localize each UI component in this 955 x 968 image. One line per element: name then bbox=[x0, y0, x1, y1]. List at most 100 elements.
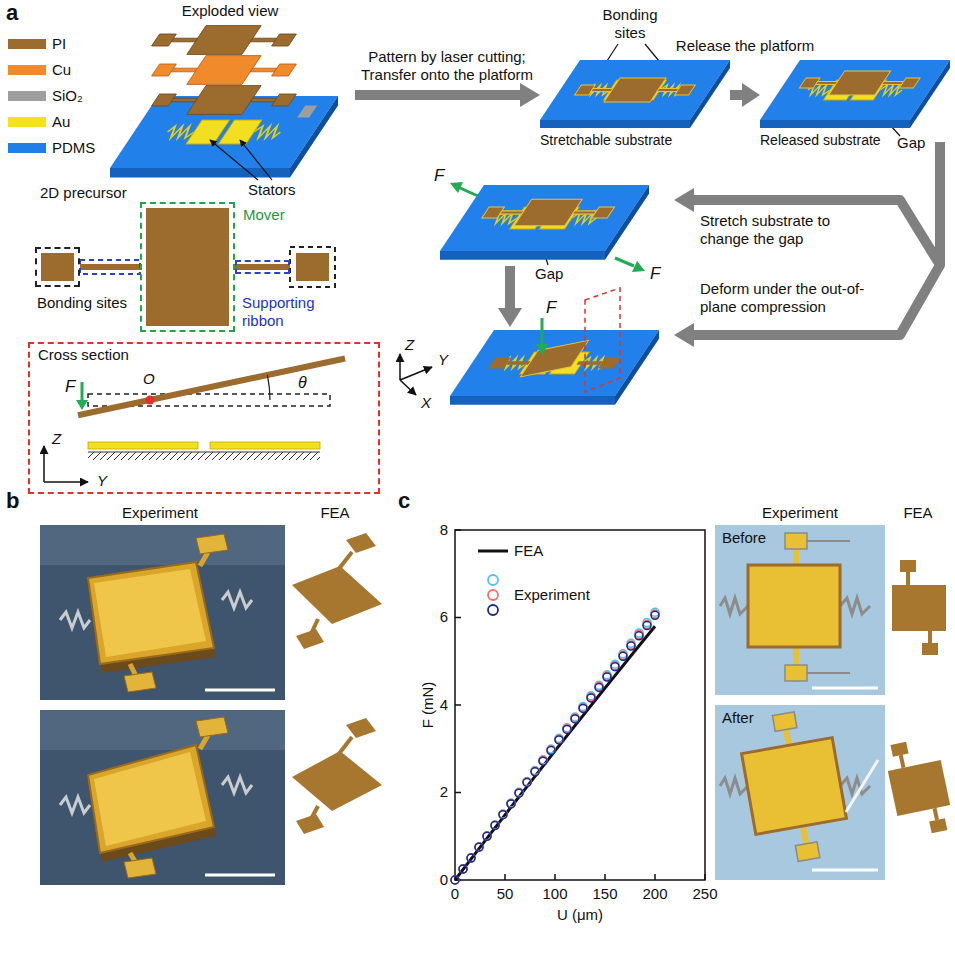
photo bbox=[715, 525, 885, 695]
data-point bbox=[571, 715, 579, 723]
photo bbox=[748, 565, 840, 647]
data-point bbox=[611, 663, 619, 671]
stretched-substrate bbox=[477, 199, 620, 225]
data-point bbox=[547, 747, 555, 755]
force-label: F bbox=[650, 264, 660, 284]
data-point bbox=[515, 789, 523, 797]
data-point bbox=[483, 832, 491, 840]
cross-section-art bbox=[88, 442, 198, 449]
photo-label: After bbox=[720, 709, 756, 727]
chart bbox=[455, 530, 705, 880]
data-point bbox=[459, 865, 467, 873]
step-text: Pattern by laser cutting; Transfer onto … bbox=[347, 48, 547, 84]
connector bbox=[730, 83, 760, 107]
bonding-box bbox=[290, 247, 335, 287]
photo bbox=[840, 598, 870, 614]
data-point bbox=[499, 810, 507, 818]
leader-line bbox=[240, 140, 272, 180]
data-point bbox=[539, 757, 547, 765]
tick-label: 100 bbox=[542, 885, 567, 903]
photo bbox=[846, 760, 878, 812]
exploded-view bbox=[146, 86, 302, 115]
data-point bbox=[459, 865, 467, 873]
photo bbox=[88, 745, 214, 853]
callout-label: Gap bbox=[535, 265, 563, 283]
axis-label: Y bbox=[97, 472, 107, 490]
force-arrow bbox=[632, 261, 645, 272]
data-point bbox=[475, 843, 483, 851]
data-point bbox=[451, 876, 459, 884]
exploded-view bbox=[146, 86, 302, 115]
precursor-shape bbox=[235, 264, 290, 270]
photo bbox=[205, 874, 275, 877]
photo bbox=[88, 562, 214, 664]
photo bbox=[807, 672, 850, 674]
fea-render bbox=[892, 560, 946, 655]
chart bbox=[478, 550, 508, 553]
photo bbox=[40, 525, 285, 700]
photo bbox=[40, 525, 285, 700]
stretchable-substrate bbox=[570, 78, 700, 102]
data-point bbox=[491, 821, 499, 829]
fea-render bbox=[888, 760, 950, 816]
legend-text: SiO₂ bbox=[52, 87, 83, 105]
tick-label: 250 bbox=[692, 885, 717, 903]
exploded-view bbox=[146, 56, 302, 85]
data-point bbox=[515, 788, 523, 796]
photo bbox=[736, 706, 852, 868]
section-box: Cross section bbox=[28, 342, 380, 494]
stretched-substrate bbox=[477, 199, 620, 225]
data-point bbox=[507, 799, 515, 807]
exploded-view bbox=[110, 26, 338, 178]
legend-swatch bbox=[8, 39, 46, 49]
legend-text: PDMS bbox=[52, 139, 95, 157]
photo bbox=[94, 752, 206, 846]
substrate-panel: Stretchable substrate bbox=[540, 60, 730, 152]
photo bbox=[715, 705, 885, 880]
callout-label: Gap bbox=[897, 134, 925, 152]
axis-label: Z bbox=[52, 430, 61, 448]
legend-text: Experiment bbox=[514, 586, 590, 604]
photo bbox=[715, 525, 885, 695]
photo bbox=[807, 540, 850, 542]
node-label: Mover bbox=[243, 206, 285, 224]
exploded-view bbox=[146, 26, 302, 55]
stretched-substrate bbox=[474, 199, 619, 229]
fea-render bbox=[292, 751, 382, 811]
callout-label: Stators bbox=[248, 181, 296, 199]
axis-title: U (μm) bbox=[557, 906, 603, 924]
tick-label: 6 bbox=[440, 608, 448, 626]
compressed-substrate bbox=[520, 340, 588, 377]
data-point bbox=[563, 725, 571, 733]
tick-label: 2 bbox=[440, 783, 448, 801]
leader-line bbox=[210, 140, 258, 180]
tick-label: 150 bbox=[592, 885, 617, 903]
data-point bbox=[603, 673, 611, 681]
process-arrow bbox=[355, 90, 522, 100]
cross-section-art bbox=[81, 382, 84, 401]
fea-render bbox=[906, 572, 910, 585]
data-point bbox=[483, 832, 491, 840]
axis-title: F (mN) bbox=[419, 682, 437, 729]
fea-render bbox=[892, 585, 946, 631]
process-arrow bbox=[692, 265, 940, 335]
fea-render bbox=[899, 755, 906, 769]
fea-render bbox=[346, 718, 376, 738]
process-arrow bbox=[692, 142, 940, 265]
cross-section-art bbox=[76, 400, 88, 410]
node-label: Stretchable substrate bbox=[540, 132, 672, 149]
axis-label: Z bbox=[405, 336, 414, 354]
tick-label: 4 bbox=[440, 696, 448, 714]
legend-swatch bbox=[8, 65, 46, 75]
data-point bbox=[523, 778, 531, 786]
released-substrate bbox=[760, 60, 950, 128]
photo bbox=[196, 534, 228, 554]
data-point bbox=[555, 735, 563, 743]
step-text: Stretch substrate to change the gap bbox=[700, 212, 880, 248]
fea-render bbox=[346, 533, 376, 553]
exploded-view bbox=[146, 86, 302, 115]
photo bbox=[720, 598, 748, 614]
released-substrate bbox=[791, 71, 924, 100]
precursor-shape bbox=[296, 253, 329, 281]
data-point bbox=[539, 757, 547, 765]
